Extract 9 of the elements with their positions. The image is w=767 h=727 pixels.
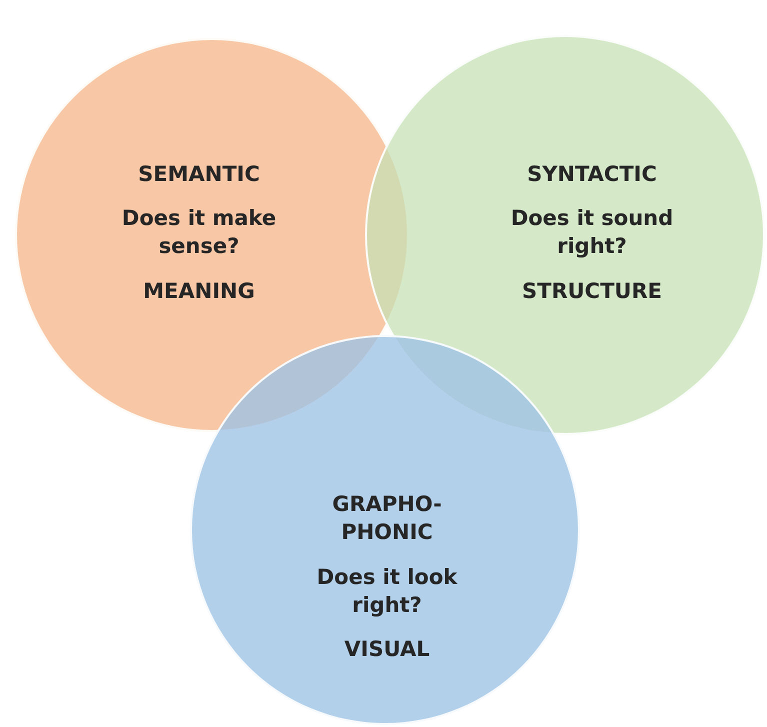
heading-text: GRAPHO-PHONIC	[331, 491, 443, 546]
heading-text: SEMANTIC	[138, 160, 260, 188]
keyword-text: STRUCTURE	[522, 278, 662, 305]
keyword-text: MEANING	[143, 278, 255, 305]
question-text: Does it sound right?	[510, 204, 674, 260]
heading-text: SYNTACTIC	[527, 160, 657, 188]
keyword-text: VISUAL	[344, 636, 430, 664]
question-text: Does it make sense?	[120, 204, 278, 260]
question-text: Does it look right?	[316, 564, 458, 620]
